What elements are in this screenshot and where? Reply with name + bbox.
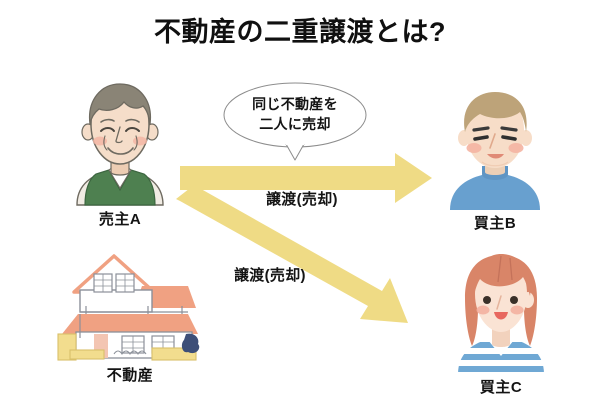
page-title: 不動産の二重譲渡とは? <box>154 17 446 47</box>
arrow-label-to-buyer-b: 譲渡(売却) <box>266 191 338 208</box>
figure-buyer-b: 買主B <box>438 90 552 235</box>
speech-bubble-line-1: 同じ不動産を <box>252 96 338 112</box>
arrow-to-buyer-b <box>180 153 432 203</box>
figure-label-property: 不動産 <box>106 367 154 384</box>
speech-bubble-text: 同じ不動産を 二人に売却 <box>222 94 368 135</box>
figure-label-seller-a: 売主A <box>98 211 142 228</box>
figure-property: 不動産 <box>56 250 204 395</box>
speech-bubble: 同じ不動産を 二人に売却 <box>222 82 368 161</box>
figure-label-buyer-b: 買主B <box>473 215 517 232</box>
figure-seller-a: 売主A <box>63 80 177 230</box>
seller-a-illustration <box>76 83 164 206</box>
buyer-b-illustration <box>450 92 540 210</box>
speech-bubble-line-2: 二人に売却 <box>259 116 331 133</box>
figure-label-buyer-c: 買主C <box>479 379 523 396</box>
figure-buyer-c: 買主C <box>444 252 558 397</box>
arrow-to-buyer-c <box>176 185 408 323</box>
house-illustration <box>57 254 200 361</box>
arrow-label-to-buyer-c: 譲渡(売却) <box>234 267 306 284</box>
buyer-c-illustration <box>458 254 544 374</box>
